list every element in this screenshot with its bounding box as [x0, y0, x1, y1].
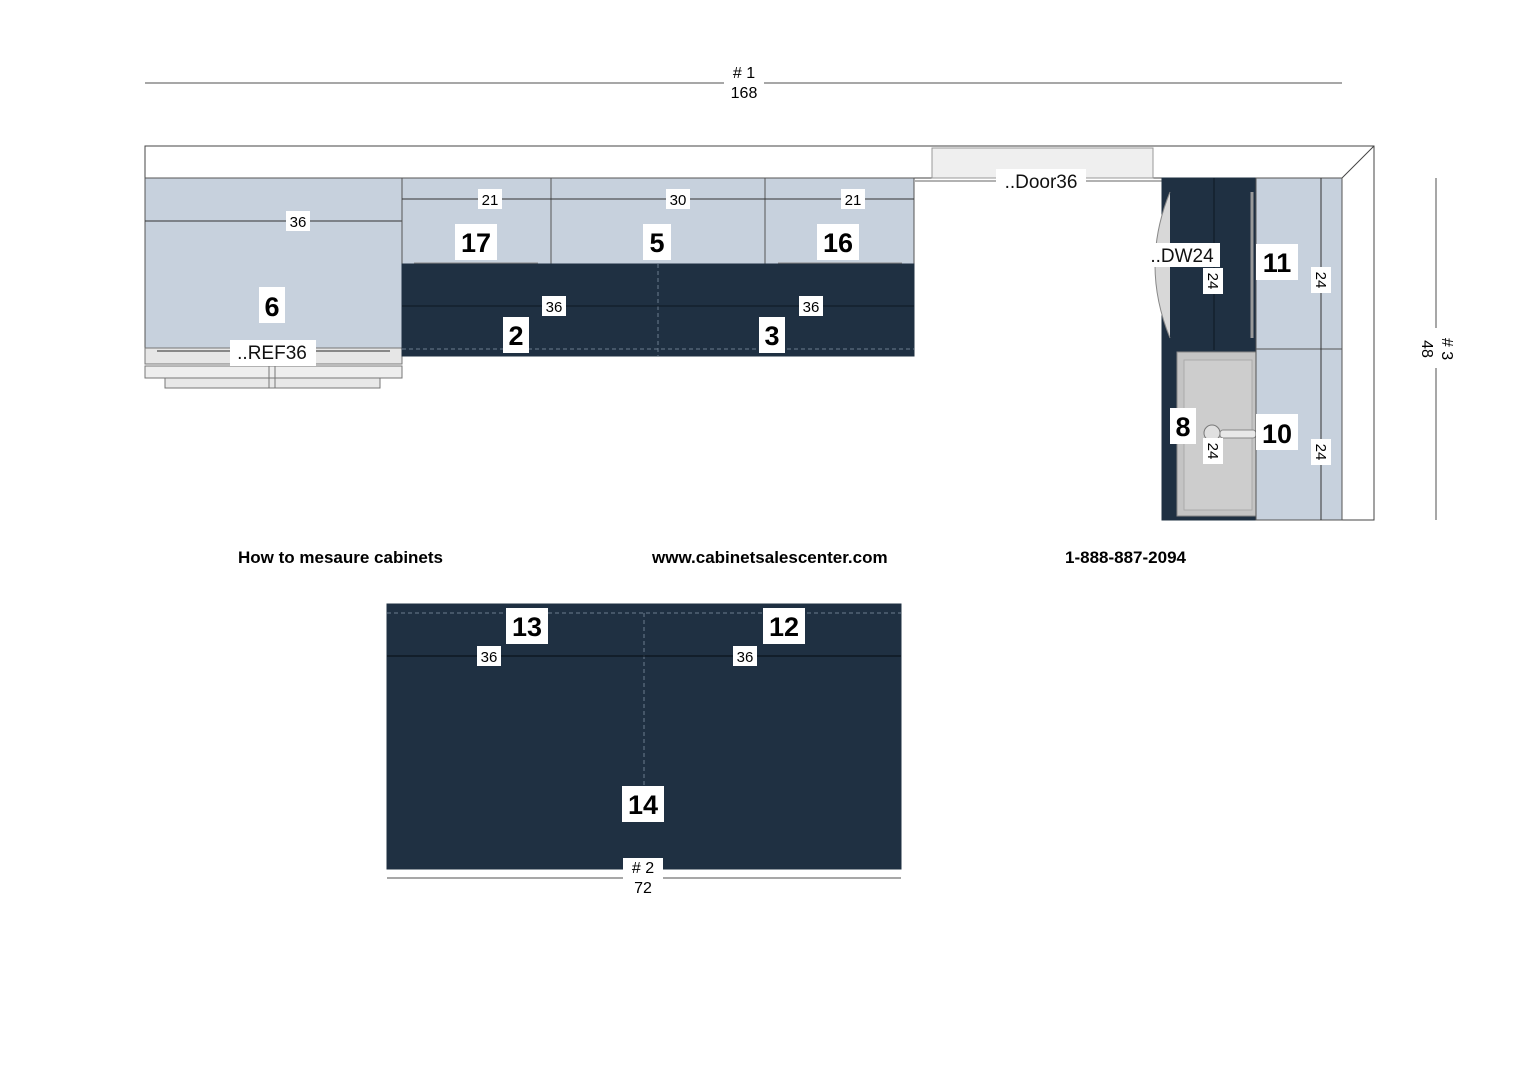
wall-1-name: # 1: [733, 65, 755, 82]
dishwasher-label: ..DW24: [1150, 246, 1214, 267]
cabinet-2-width: 36: [546, 299, 563, 316]
wall-2-name: # 2: [632, 860, 654, 877]
cabinet-3: [657, 263, 915, 357]
cabinet-6-width: 36: [290, 214, 307, 231]
refrigerator-label: ..REF36: [237, 343, 307, 364]
wall-2-length: 72: [634, 880, 652, 897]
footer-phone[interactable]: 1-888-887-2094: [1065, 548, 1186, 567]
cabinet-12-number: 12: [769, 612, 799, 642]
cabinet-3-number: 3: [764, 321, 779, 351]
cabinet-11-number: 11: [1263, 248, 1292, 278]
door-label: ..Door36: [1005, 172, 1078, 193]
cabinet-2-number: 2: [508, 321, 523, 351]
cabinet-8-number: 8: [1175, 412, 1190, 442]
cabinet-2: [401, 263, 659, 357]
footer-website[interactable]: www.cabinetsalescenter.com: [652, 548, 888, 567]
wall-3-name: # 3: [1438, 338, 1455, 360]
cabinet-8-width: 24: [1204, 443, 1221, 460]
cabinet-3-width: 36: [803, 299, 820, 316]
cabinet-10-number: 10: [1262, 419, 1292, 449]
cabinet-10-width: 24: [1312, 444, 1329, 461]
cabinet-17-number: 17: [461, 228, 491, 258]
cabinet-14-number: 14: [628, 790, 658, 820]
cabinet-16-width: 21: [845, 192, 862, 209]
cabinet-6-number: 6: [264, 292, 279, 322]
wall-1-length: 168: [731, 85, 758, 102]
refrigerator-drawer: [164, 377, 381, 389]
refrigerator-door: [144, 365, 403, 379]
cabinet-17-width: 21: [482, 192, 499, 209]
footer-title: How to mesaure cabinets: [238, 548, 444, 567]
cabinet-5-number: 5: [649, 228, 664, 258]
cabinet-13-width: 36: [481, 649, 498, 666]
cabinet-16-number: 16: [823, 228, 853, 258]
faucet-icon: [1219, 429, 1257, 439]
cabinet-12-width: 36: [737, 649, 754, 666]
wall-corner: [1341, 145, 1375, 179]
cabinet-11-base-width: 24: [1204, 273, 1221, 290]
cabinet-5-width: 30: [670, 192, 687, 209]
cabinet-11-width: 24: [1312, 272, 1329, 289]
cabinet-13-number: 13: [512, 612, 542, 642]
wall-3-length: 48: [1418, 340, 1435, 358]
